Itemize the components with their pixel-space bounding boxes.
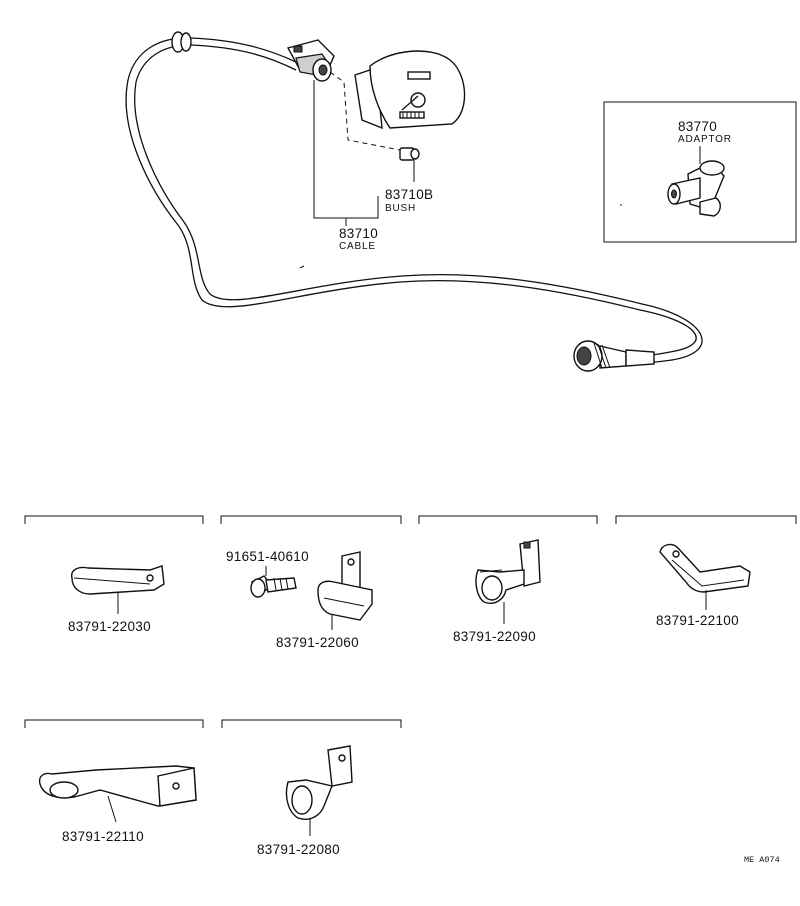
cable-part-number: 83710 [339, 226, 378, 241]
drawing-code: ME A074 [744, 855, 780, 865]
clamp-22080 [285, 745, 353, 836]
cable-grommet [171, 31, 192, 53]
bolt-91651 [250, 566, 297, 598]
meter-end-connector [286, 39, 335, 82]
bush-part [399, 147, 420, 182]
clamp-22060-number: 83791-22060 [276, 635, 359, 650]
clamp-22030-number: 83791-22030 [68, 619, 151, 634]
guide-line-dashed [329, 71, 401, 151]
speedometer-cable [125, 37, 703, 364]
bush-part-number: 83710B [385, 187, 433, 202]
bush-part-name: BUSH [385, 203, 416, 214]
adaptor-part-name: ADAPTOR [678, 134, 732, 145]
clamp-22060 [317, 551, 373, 630]
section-bracket-6 [221, 719, 402, 728]
section-bracket-3 [418, 515, 598, 524]
bolt-part-number: 91651-40610 [226, 549, 309, 564]
adaptor-part [667, 160, 725, 217]
section-bracket-2 [220, 515, 402, 524]
adaptor-part-number: 83770 [678, 119, 717, 134]
clamp-22090-number: 83791-22090 [453, 629, 536, 644]
adaptor-inset-box [603, 101, 797, 243]
clamp-22030 [71, 565, 165, 614]
speedometer-head [354, 50, 466, 130]
clamp-22110 [38, 765, 197, 823]
section-bracket-5 [24, 719, 204, 728]
speck [620, 204, 622, 206]
clamp-22090 [475, 539, 541, 624]
clamp-22080-number: 83791-22080 [257, 842, 340, 857]
transmission-end-fitting [573, 340, 655, 372]
stray-mark [299, 265, 305, 269]
section-bracket-1 [24, 515, 204, 524]
cable-part-name: CABLE [339, 241, 376, 252]
clamp-22100-number: 83791-22100 [656, 613, 739, 628]
section-bracket-4 [615, 515, 797, 524]
clamp-22100 [659, 543, 751, 610]
clamp-22110-number: 83791-22110 [62, 829, 144, 844]
